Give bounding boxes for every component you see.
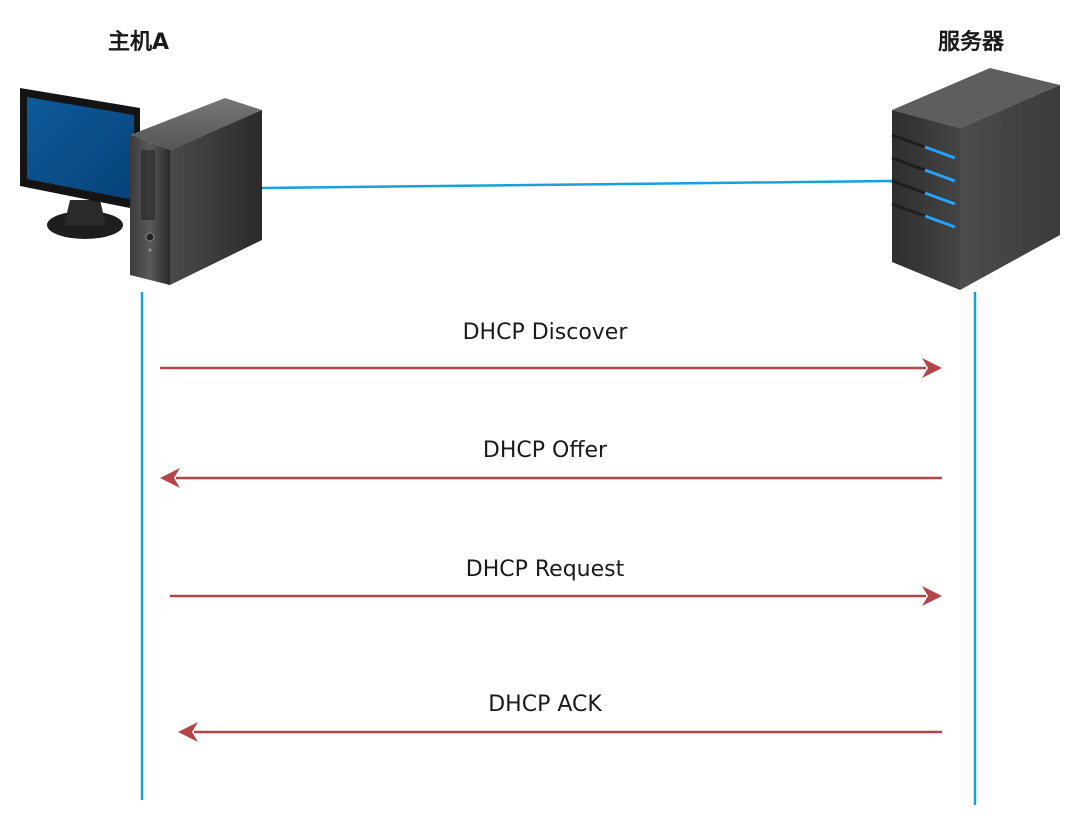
message-arrowhead-offer [160,468,180,488]
message-arrowhead-request [922,586,942,606]
message-arrowhead-ack [178,722,198,742]
message-label-discover: DHCP Discover [462,320,628,345]
desktop-computer-icon [20,88,262,285]
message-label-request: DHCP Request [465,557,625,582]
message-label-offer: DHCP Offer [482,438,608,463]
server-label: 服务器 [938,30,1005,55]
network-link [261,179,893,190]
message-arrowhead-discover [922,358,942,378]
host-label: 主机A [108,30,170,55]
message-label-ack: DHCP ACK [488,692,602,717]
server-tower-icon [891,68,1060,290]
